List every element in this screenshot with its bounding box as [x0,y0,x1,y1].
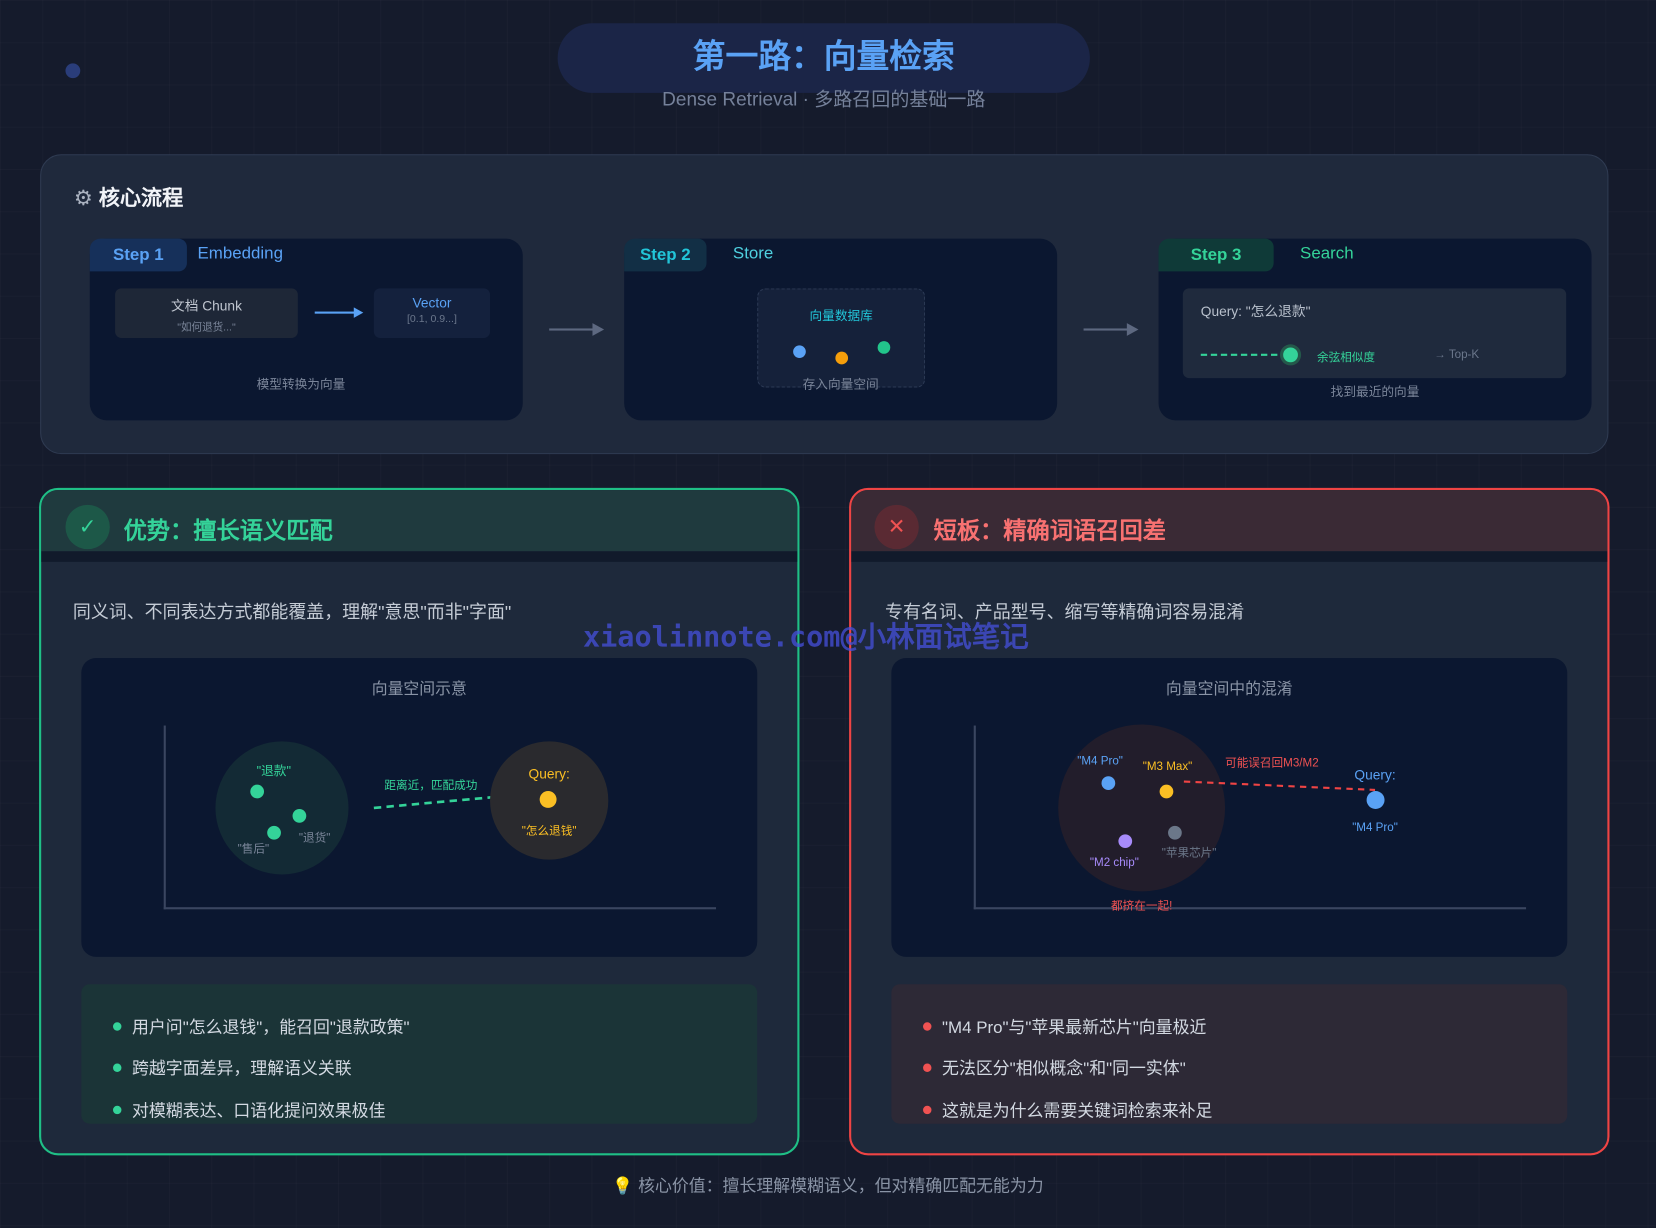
vector-db-title: 向量数据库 [809,308,873,324]
cons-bullet-list: "M4 Pro"与"苹果最新芯片"向量极近 无法区分"相似概念"和"同一实体" … [891,984,1568,1124]
match-link-line [373,796,492,810]
query-point [539,791,557,808]
list-item: 跨越字面差异，理解语义关联 [113,1054,352,1079]
list-item: 用户问"怎么退钱"，能召回"退款政策" [113,1013,409,1038]
flow-arrow-icon [1083,323,1139,336]
y-axis [163,725,166,910]
cluster-label: "M4 Pro" [1077,755,1123,768]
pros-header [41,490,798,552]
cluster-label: "退货" [298,832,331,845]
arrow-right-icon [314,307,364,318]
cons-title: 短板：精确词语召回差 [933,517,1166,544]
watermark: xiaolinnote.com@小林面试笔记 [582,620,1029,654]
topk-label: → Top-K [1434,348,1480,362]
cluster-point [1118,834,1133,849]
page-subtitle: Dense Retrieval · 多路召回的基础一路 [662,88,986,110]
footer-note: 💡 核心价值：擅长理解模糊语义，但对精确匹配无能为力 [612,1177,1044,1196]
step-2-tag: Step 2 [624,238,707,272]
core-process-title: ⚙ 核心流程 [74,181,183,212]
pros-vector-space-diagram: 向量空间示意 "退款" "售后" "退货" 距离近，匹配成功 Query: "怎… [81,657,758,957]
step-3-caption: 找到最近的向量 [1330,384,1420,400]
query-point [1366,791,1385,809]
semantic-cluster [215,741,349,875]
list-item: 对模糊表达、口语化提问效果极佳 [113,1096,385,1121]
chunk-text: "如何退货..." [177,322,236,334]
diagram-title: 向量空间示意 [371,680,467,699]
cons-vector-space-diagram: 向量空间中的混淆 "M4 Pro" "M3 Max" "M2 chip" "苹果… [891,657,1568,957]
similarity-point [1283,347,1298,363]
query-text: "M4 Pro" [1352,821,1398,835]
query-title: Query: [1354,766,1396,783]
cons-header [851,490,1608,552]
close-icon: ✕ [874,504,919,550]
cluster-point [1159,784,1174,799]
similarity-line [1200,353,1288,356]
cluster-point [292,808,307,823]
core-title-text: 核心流程 [98,186,184,211]
cluster-note: 都挤在一起! [1111,899,1173,913]
cons-card: ✕ 短板：精确词语召回差 专有名词、产品型号、缩写等精确词容易混淆 向量空间中的… [849,487,1610,1156]
list-item: "M4 Pro"与"苹果最新芯片"向量极近 [923,1013,1206,1038]
similarity-label: 余弦相似度 [1316,351,1376,365]
pros-title: 优势：擅长语义匹配 [123,517,333,544]
cluster-label: "M2 chip" [1089,856,1139,870]
decor-dot [65,63,81,79]
vector-box: Vector [0.1, 0.9...] [373,288,491,338]
page-title: 第一路：向量检索 [692,38,955,75]
step-3-tag: Step 3 [1158,238,1274,272]
cluster-label: "退款" [256,763,291,779]
step-1-label: Embedding [197,245,283,263]
query-box: Query: "怎么退款" 余弦相似度 → Top-K [1182,288,1567,379]
cluster-label: "M3 Max" [1142,760,1193,774]
match-label: 距离近，匹配成功 [384,779,478,793]
cluster-label: "苹果芯片" [1161,846,1217,860]
vector-point [793,345,806,359]
confusion-cluster [1058,724,1226,892]
header-divider [41,551,798,562]
title-pill [557,23,1090,93]
step-1-caption: 模型转换为向量 [256,377,346,392]
x-axis [973,907,1527,910]
check-icon: ✓ [65,504,110,550]
gear-icon: ⚙ [73,186,93,211]
pros-card: ✓ 优势：擅长语义匹配 同义词、不同表达方式都能覆盖，理解"意思"而非"字面" … [39,487,800,1156]
list-item-text: 跨越字面差异，理解语义关联 [132,1060,352,1079]
step-1-tag: Step 1 [89,238,187,272]
list-item: 这就是为什么需要关键词检索来补足 [923,1096,1212,1121]
cluster-point [250,784,265,799]
flow-arrow-icon [549,323,605,336]
cluster-label: "售后" [237,842,270,856]
list-item-text: "M4 Pro"与"苹果最新芯片"向量极近 [942,1019,1207,1038]
list-item-text: 这就是为什么需要关键词检索来补足 [942,1102,1213,1121]
confusion-label: 可能误召回M3/M2 [1225,757,1319,770]
query-title: Query: [528,765,570,782]
confusion-link-line [1183,780,1376,792]
cluster-point [1168,825,1182,840]
vector-title: Vector [412,294,452,311]
step-2-label: Store [732,245,774,263]
list-item: 无法区分"相似概念"和"同一实体" [923,1054,1186,1079]
y-axis [973,725,976,910]
cluster-point [267,825,281,840]
pros-description: 同义词、不同表达方式都能覆盖，理解"意思"而非"字面" [72,601,512,623]
cons-description: 专有名词、产品型号、缩写等精确词容易混淆 [885,601,1245,623]
list-item-text: 无法区分"相似概念"和"同一实体" [942,1060,1186,1079]
chunk-box: 文档 Chunk "如何退货..." [115,288,298,338]
step-3-label: Search [1300,245,1354,263]
query-text: "怎么退钱" [521,824,577,838]
diagram-title: 向量空间中的混淆 [1165,680,1293,699]
list-item-text: 用户问"怎么退钱"，能召回"退款政策" [132,1019,410,1038]
query-text: Query: "怎么退款" [1200,303,1311,319]
cluster-point [1101,776,1116,790]
vector-text: [0.1, 0.9...] [406,313,457,326]
vector-point [877,341,891,354]
x-axis [163,907,717,910]
step-2-caption: 存入向量空间 [802,377,879,392]
vector-point [835,351,849,365]
header-divider [851,551,1608,562]
chunk-title: 文档 Chunk [170,297,242,314]
list-item-text: 对模糊表达、口语化提问效果极佳 [132,1102,386,1121]
pros-bullet-list: 用户问"怎么退钱"，能召回"退款政策" 跨越字面差异，理解语义关联 对模糊表达、… [81,984,758,1124]
vector-db-box: 向量数据库 [757,288,926,388]
